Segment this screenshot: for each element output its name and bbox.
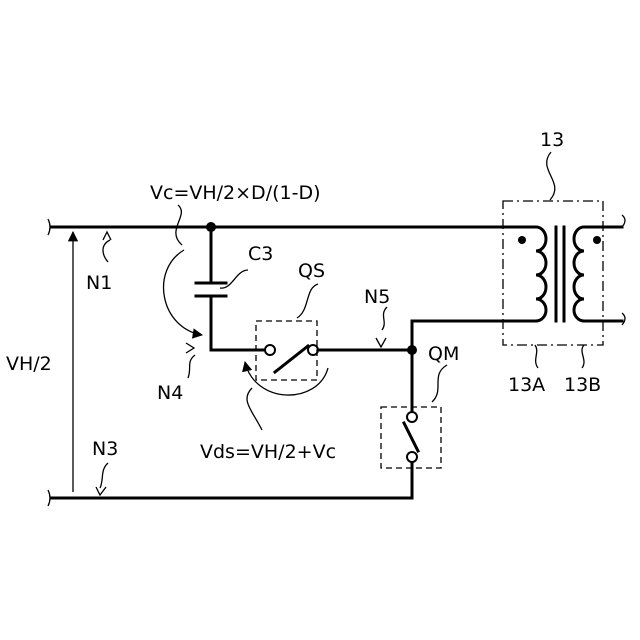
vds-leader (247, 388, 262, 430)
n3-leader (100, 463, 108, 488)
n5-arrowhead (376, 338, 386, 347)
node-n4-label: N4 (157, 382, 183, 404)
secondary-winding-13b (574, 227, 584, 321)
c3-leader (220, 270, 248, 288)
qs-terminal-left (265, 345, 275, 355)
qm-blade (404, 423, 418, 451)
switch-voltage-label: Vds=VH/2+Vc (200, 441, 336, 463)
node-n5-label: N5 (364, 286, 390, 308)
transformer-leader (547, 152, 555, 200)
qm-leader (432, 365, 447, 402)
n1-leader (103, 240, 110, 262)
n1-junction-dot (206, 222, 216, 232)
node-n3-label: N3 (92, 438, 118, 460)
vc-curved-arrow (164, 250, 202, 335)
input-voltage-label: VH/2 (6, 353, 52, 375)
winding-13a-label: 13A (508, 374, 545, 396)
winding-13b-leader (582, 345, 584, 368)
primary-polarity-dot (518, 236, 526, 244)
winding-13b-label: 13B (564, 374, 601, 396)
winding-13a-leader (535, 345, 538, 368)
n1-arrowhead (103, 232, 111, 240)
capacitor-voltage-label: Vc=VH/2×D/(1-D) (150, 182, 321, 204)
n3-arrowhead (96, 487, 106, 495)
qm-terminal-bottom (407, 452, 417, 462)
secondary-break-marks (622, 215, 625, 325)
bottom-rail-break-mark (48, 490, 50, 506)
qs-leader (297, 284, 318, 318)
transformer-13-outline (503, 201, 603, 345)
transformer-13-label: 13 (540, 129, 564, 151)
qs-blade (275, 346, 308, 372)
secondary-polarity-dot (593, 236, 601, 244)
qm-terminal-top (407, 412, 417, 422)
vds-curved-arrow (245, 362, 328, 395)
n4-arrowhead (186, 343, 194, 353)
n4-leader (188, 355, 195, 378)
primary-winding-13a (536, 227, 546, 321)
switch-qm-label: QM (428, 343, 459, 365)
capacitor-c3-label: C3 (248, 243, 273, 265)
node-n1-label: N1 (86, 272, 112, 294)
vc-leader (176, 205, 182, 245)
top-rail-break-mark (48, 219, 50, 235)
switch-qs-label: QS (298, 260, 325, 282)
node-n4-wire (211, 296, 268, 350)
n5-leader (382, 307, 387, 330)
